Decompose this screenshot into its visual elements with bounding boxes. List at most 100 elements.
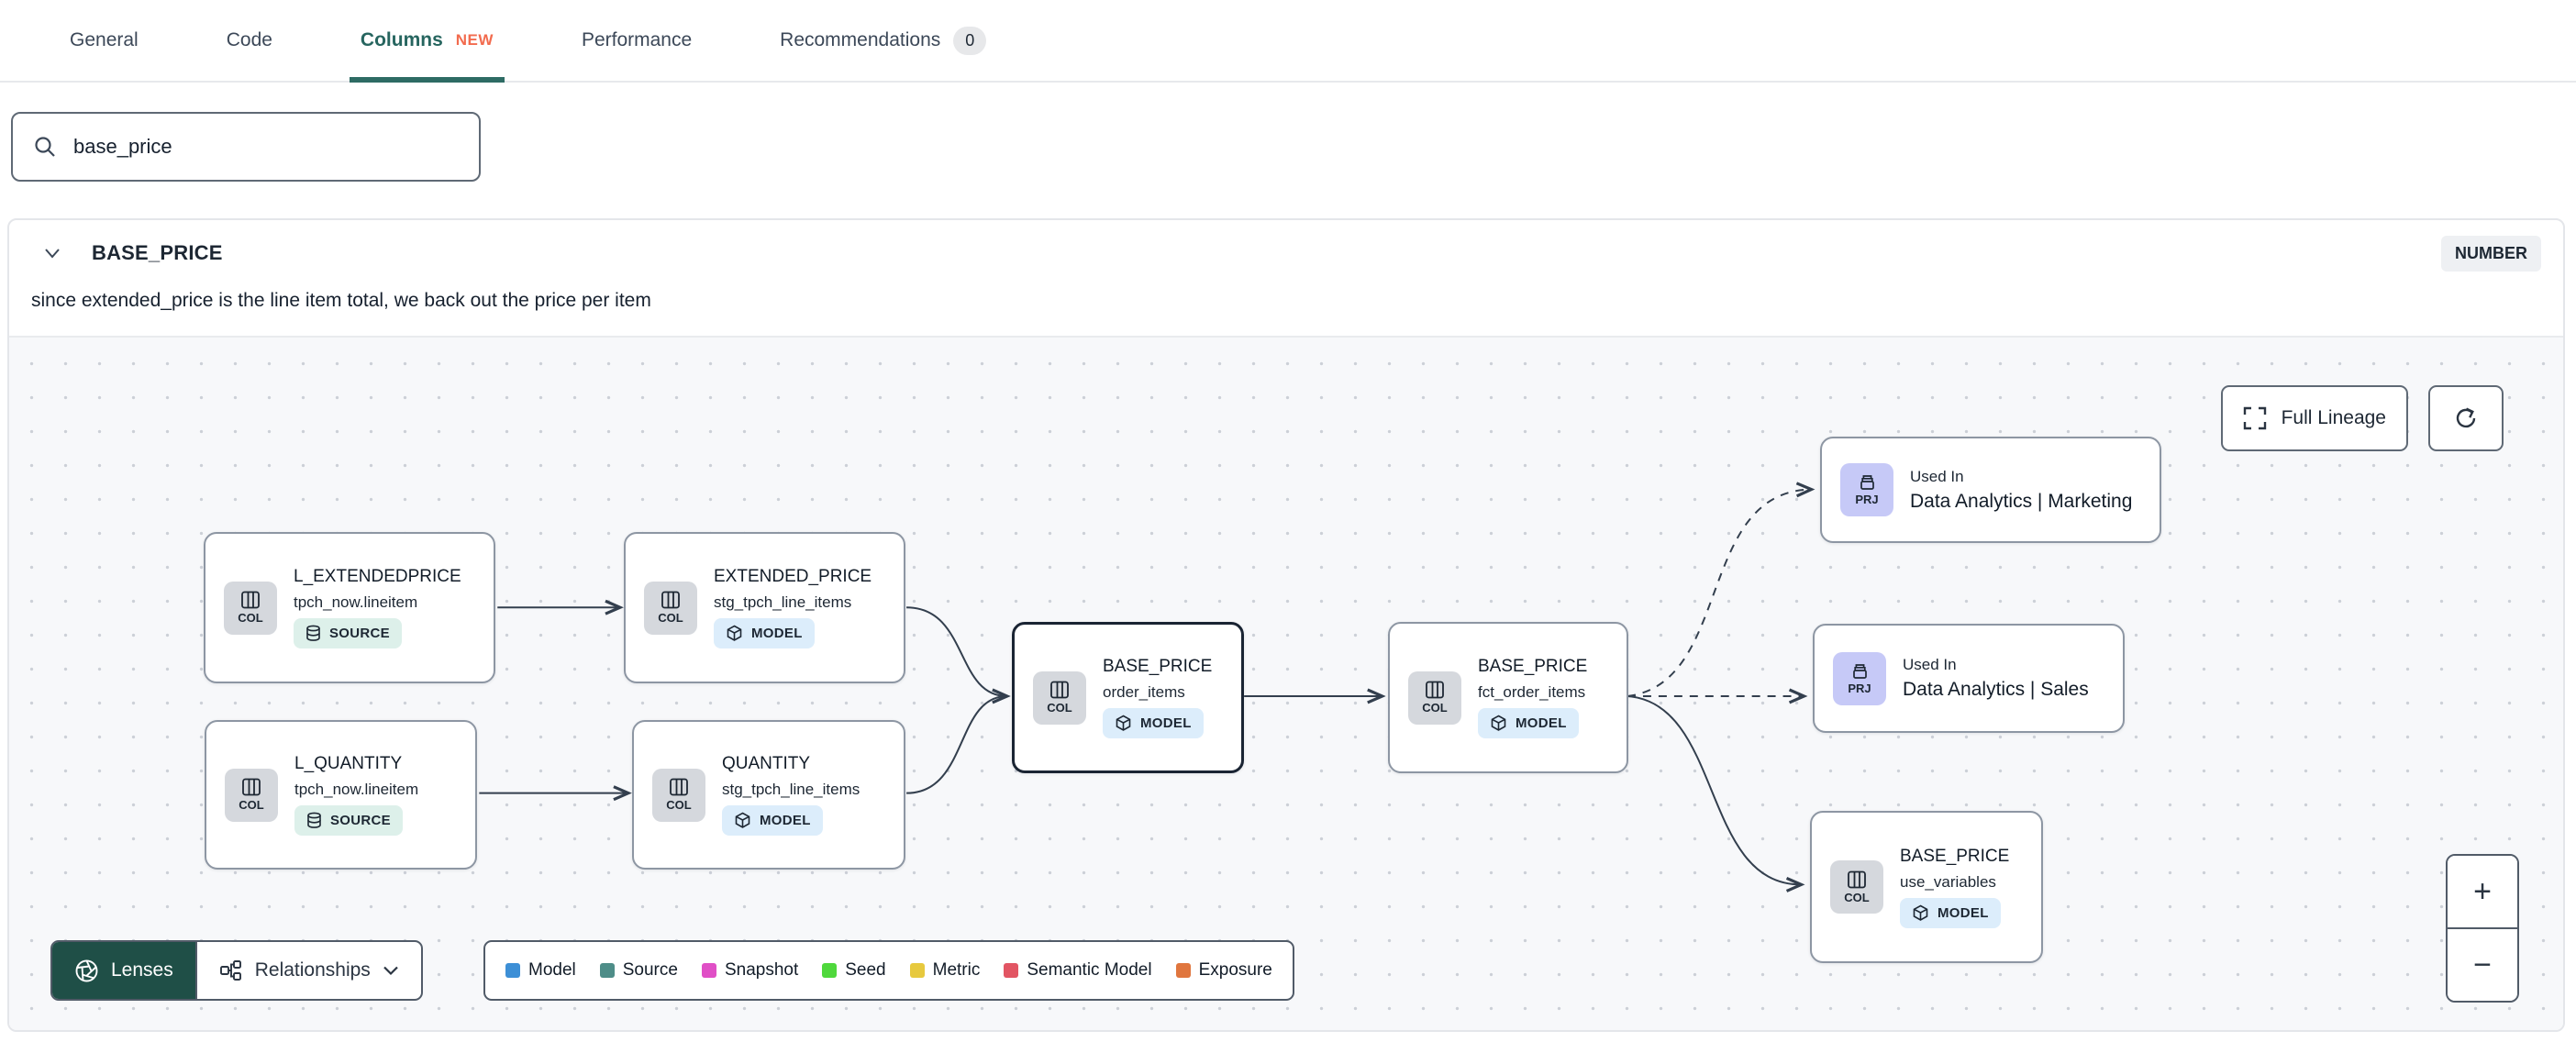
- tab-bar: General Code Columns NEW Performance Rec…: [0, 0, 2576, 83]
- collapse-chevron-icon[interactable]: [37, 238, 68, 269]
- badge-label: MODEL: [1140, 715, 1192, 731]
- badge-label: MODEL: [760, 813, 811, 828]
- model-badge: MODEL: [1478, 708, 1579, 738]
- cube-icon: [1491, 715, 1506, 731]
- tab-columns[interactable]: Columns NEW: [349, 0, 505, 83]
- tab-general[interactable]: General: [70, 0, 139, 81]
- badge-label: MODEL: [1516, 715, 1567, 731]
- node-kind: PRJ: [1855, 493, 1879, 506]
- lineage-node-used-in-marketing[interactable]: PRJ Used In Data Analytics | Marketing: [1820, 437, 2161, 543]
- node-subtitle: stg_tpch_line_items: [722, 781, 861, 798]
- node-subtitle: use_variables: [1900, 872, 1996, 891]
- tab-label: Columns: [360, 29, 443, 50]
- lineage-canvas[interactable]: Full Lineage COL L_EXTENDEDPRIC: [9, 336, 2563, 1030]
- legend-item-seed: Seed: [822, 960, 886, 981]
- cube-icon: [1116, 715, 1131, 731]
- tab-label: General: [70, 29, 139, 50]
- node-title: L_EXTENDEDPRICE: [294, 567, 461, 586]
- legend-label: Snapshot: [724, 960, 799, 980]
- columns-icon: COL: [652, 768, 705, 822]
- node-title: BASE_PRICE: [1900, 846, 2010, 866]
- column-name: BASE_PRICE: [92, 241, 223, 264]
- node-kind: COL: [239, 798, 264, 812]
- lineage-edges: [479, 482, 1815, 892]
- legend-label: Metric: [932, 960, 981, 980]
- columns-icon: COL: [1033, 671, 1086, 725]
- lenses-toolbar: Lenses Relationships: [50, 940, 423, 1001]
- legend-label: Model: [528, 960, 576, 980]
- badge-label: MODEL: [1938, 904, 1989, 921]
- legend-swatch: [1004, 963, 1019, 978]
- search-input[interactable]: [73, 135, 459, 159]
- lineage-node-base-price-order-items[interactable]: COL BASE_PRICE order_items MODEL: [1012, 622, 1244, 773]
- node-kind: COL: [1047, 701, 1072, 715]
- node-subtitle: fct_order_items: [1478, 683, 1586, 701]
- lineage-node-base-price-fct-order-items[interactable]: COL BASE_PRICE fct_order_items MODEL: [1388, 622, 1628, 773]
- lineage-node-l-quantity[interactable]: COL L_QUANTITY tpch_now.lineitem SOURCE: [205, 720, 477, 870]
- lineage-node-quantity[interactable]: COL QUANTITY stg_tpch_line_items MODEL: [632, 720, 905, 870]
- node-kind: COL: [666, 798, 692, 812]
- columns-icon: COL: [644, 581, 697, 635]
- node-type-legend: Model Source Snapshot Seed Metric Semant…: [483, 940, 1294, 1001]
- used-in-label: Used In: [1910, 467, 1964, 485]
- column-panel-header: BASE_PRICE NUMBER: [9, 220, 2563, 281]
- node-subtitle: stg_tpch_line_items: [714, 593, 852, 611]
- cube-icon: [727, 625, 742, 641]
- refresh-icon: [2452, 405, 2480, 432]
- badge-label: MODEL: [751, 626, 803, 641]
- node-title: Data Analytics | Marketing: [1910, 490, 2133, 512]
- legend-item-source: Source: [599, 960, 678, 981]
- legend-swatch: [1175, 963, 1191, 978]
- node-subtitle: order_items: [1103, 683, 1185, 701]
- node-subtitle: tpch_now.lineitem: [294, 593, 418, 611]
- legend-label: Seed: [845, 960, 886, 980]
- lenses-button[interactable]: Lenses: [52, 942, 195, 999]
- relationships-label: Relationships: [254, 959, 371, 981]
- tab-code[interactable]: Code: [227, 0, 272, 81]
- node-title: EXTENDED_PRICE: [714, 567, 872, 586]
- full-lineage-button[interactable]: Full Lineage: [2220, 385, 2408, 451]
- columns-icon: COL: [224, 581, 277, 635]
- node-kind: COL: [1422, 701, 1448, 715]
- legend-item-semantic-model: Semantic Model: [1004, 960, 1152, 981]
- badge-label: SOURCE: [329, 626, 390, 641]
- legend-item-metric: Metric: [909, 960, 981, 981]
- columns-icon: COL: [1830, 860, 1883, 914]
- model-badge: MODEL: [714, 618, 815, 648]
- legend-swatch: [701, 963, 716, 978]
- zoom-out-button[interactable]: −: [2448, 929, 2517, 1001]
- node-title: Data Analytics | Sales: [1903, 679, 2089, 700]
- tab-performance[interactable]: Performance: [582, 0, 692, 81]
- tab-label: Code: [226, 29, 272, 50]
- legend-swatch: [822, 963, 838, 978]
- project-icon: PRJ: [1833, 651, 1886, 705]
- column-description: since extended_price is the line item to…: [31, 290, 651, 311]
- legend-item-exposure: Exposure: [1175, 960, 1272, 981]
- lineage-node-l-extendedprice[interactable]: COL L_EXTENDEDPRICE tpch_now.lineitem SO…: [204, 532, 495, 683]
- lineage-node-base-price-use-variables[interactable]: COL BASE_PRICE use_variables MODEL: [1810, 811, 2043, 963]
- legend-swatch: [505, 963, 520, 978]
- lineage-node-extended-price[interactable]: COL EXTENDED_PRICE stg_tpch_line_items M…: [624, 532, 905, 683]
- legend-item-model: Model: [505, 960, 576, 981]
- node-kind: COL: [1844, 890, 1870, 904]
- node-title: BASE_PRICE: [1103, 657, 1213, 676]
- cube-icon: [1913, 904, 1928, 921]
- tab-recommendations[interactable]: Recommendations 0: [780, 0, 987, 81]
- relationships-icon: [219, 959, 243, 981]
- expand-icon: [2243, 406, 2267, 430]
- lineage-node-used-in-sales[interactable]: PRJ Used In Data Analytics | Sales: [1813, 624, 2125, 733]
- column-search[interactable]: [11, 112, 481, 182]
- full-lineage-label: Full Lineage: [2281, 407, 2386, 428]
- relationships-dropdown[interactable]: Relationships: [194, 942, 421, 999]
- new-badge: NEW: [455, 31, 494, 49]
- node-subtitle: tpch_now.lineitem: [294, 781, 419, 798]
- count-badge: 0: [953, 26, 987, 55]
- node-title: BASE_PRICE: [1478, 657, 1588, 676]
- database-icon: [306, 625, 320, 641]
- refresh-button[interactable]: [2428, 385, 2504, 451]
- legend-label: Exposure: [1198, 960, 1272, 980]
- column-type-badge: NUMBER: [2441, 235, 2541, 272]
- node-kind: PRJ: [1848, 681, 1871, 695]
- zoom-in-button[interactable]: +: [2448, 856, 2517, 929]
- model-badge: MODEL: [722, 805, 823, 836]
